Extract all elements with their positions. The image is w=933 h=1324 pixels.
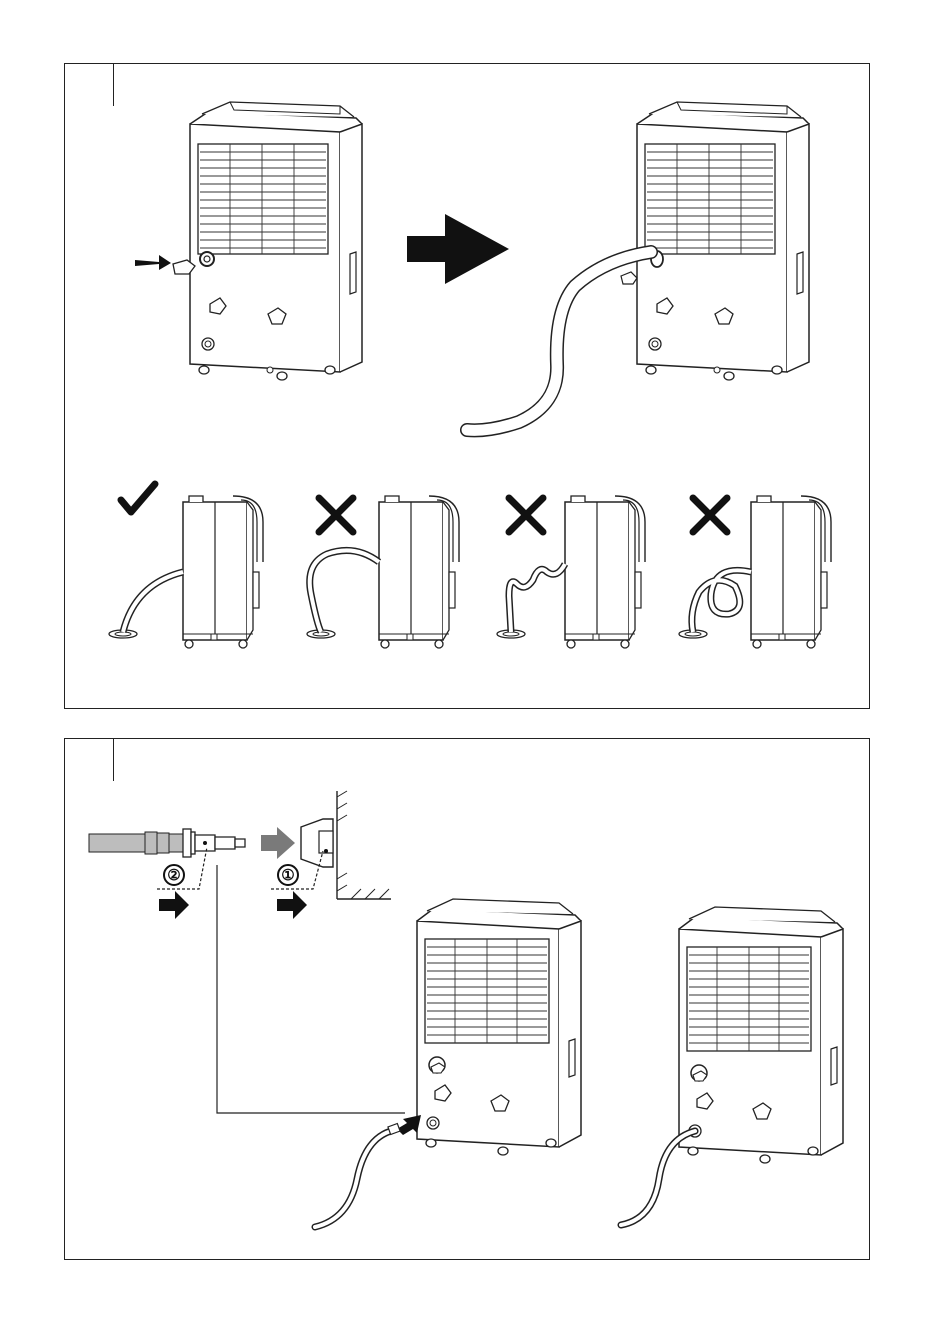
panel-1-illustration bbox=[65, 64, 871, 710]
push-arrow-icon bbox=[261, 827, 295, 859]
figure-pump-hose-connect bbox=[315, 899, 581, 1227]
step-2-marker: ② bbox=[157, 847, 207, 919]
left-arrow-icon bbox=[135, 255, 171, 270]
hose-connector-detail bbox=[89, 827, 295, 859]
figure-pump-hose-connected bbox=[621, 907, 843, 1225]
figure-attach-drain-hose bbox=[467, 102, 809, 430]
next-step-arrow-icon bbox=[407, 214, 509, 284]
hose-routing-kinked bbox=[497, 496, 645, 648]
step-2-label: ② bbox=[167, 867, 180, 884]
panel-pump-hose-install: ② ① bbox=[64, 738, 870, 1260]
leader-line bbox=[217, 865, 405, 1113]
panel-2-illustration: ② ① bbox=[65, 739, 871, 1261]
hose-routing-looped bbox=[679, 496, 831, 648]
push-arrow-icon bbox=[159, 891, 189, 919]
step-1-label: ① bbox=[281, 867, 294, 884]
hose-routing-raised bbox=[307, 496, 459, 648]
hose-routing-correct bbox=[109, 484, 263, 648]
figure-remove-drain-cap bbox=[135, 102, 362, 380]
wall-outlet bbox=[301, 791, 391, 899]
push-arrow-icon bbox=[277, 891, 307, 919]
panel-drain-hose-routing bbox=[64, 63, 870, 709]
